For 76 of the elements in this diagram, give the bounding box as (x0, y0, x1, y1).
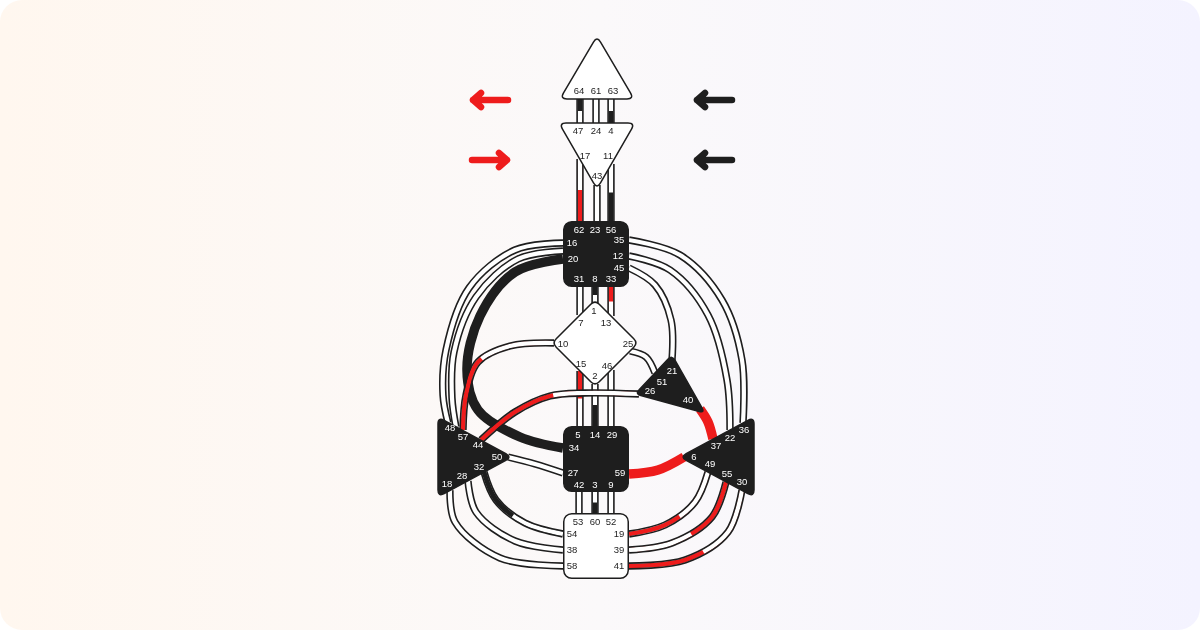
gate-number: 12 (612, 251, 624, 261)
gate-number: 7 (578, 318, 584, 328)
gate-number: 27 (567, 468, 579, 478)
gate-number: 58 (566, 561, 578, 571)
gate-number: 32 (473, 462, 485, 472)
gate-number: 18 (441, 479, 453, 489)
gate-number: 38 (566, 545, 578, 555)
channel-line (628, 452, 687, 479)
gate-number: 9 (608, 480, 614, 490)
gate-number: 14 (589, 430, 601, 440)
gate-number: 41 (613, 561, 625, 571)
gate-number: 52 (605, 517, 617, 527)
gate-number: 16 (566, 238, 578, 248)
gate-number: 25 (622, 339, 634, 349)
gate-number: 28 (456, 471, 468, 481)
gate-number: 2 (592, 371, 598, 381)
channel-line (462, 254, 564, 453)
gate-number: 17 (579, 151, 591, 161)
gate-number: 5 (575, 430, 581, 440)
center-square (563, 513, 629, 579)
gate-number: 40 (682, 395, 694, 405)
gate-number: 35 (613, 235, 625, 245)
gate-number: 20 (567, 254, 579, 264)
center-square (563, 221, 629, 287)
gate-number: 51 (656, 377, 668, 387)
gate-number: 44 (472, 440, 484, 450)
gate-number: 54 (566, 529, 578, 539)
gate-number: 42 (573, 480, 585, 490)
gate-number: 30 (736, 477, 748, 487)
gate-number: 3 (592, 480, 598, 490)
gate-number: 49 (704, 459, 716, 469)
gate-number: 24 (590, 126, 602, 136)
gate-number: 4 (608, 126, 614, 136)
center-triangle (680, 417, 754, 497)
gate-number: 11 (603, 151, 613, 161)
gate-number: 53 (572, 517, 584, 527)
gate-number: 15 (575, 359, 587, 369)
gate-number: 64 (573, 86, 585, 96)
center-square (563, 426, 629, 492)
gate-number: 48 (444, 423, 456, 433)
gate-number: 43 (591, 171, 603, 181)
gate-number: 6 (691, 452, 697, 462)
gate-number: 29 (606, 430, 618, 440)
center-triangle (559, 123, 635, 189)
gate-number: 13 (600, 318, 612, 328)
center-triangle (635, 355, 705, 413)
gate-number: 55 (721, 469, 733, 479)
gate-number: 39 (613, 545, 625, 555)
gate-number: 61 (590, 86, 602, 96)
gate-number: 8 (592, 274, 598, 284)
gate-number: 45 (613, 263, 625, 273)
gate-number: 56 (605, 225, 617, 235)
gate-number: 59 (614, 468, 626, 478)
gate-number: 36 (738, 425, 750, 435)
gate-number: 63 (607, 86, 619, 96)
gate-number: 46 (601, 361, 613, 371)
gate-number: 57 (457, 432, 469, 442)
channel-line (696, 406, 718, 441)
gate-number: 31 (573, 274, 585, 284)
gate-number: 37 (710, 441, 722, 451)
gate-number: 23 (589, 225, 601, 235)
gate-number: 50 (491, 452, 503, 462)
gate-number: 22 (724, 433, 736, 443)
gate-number: 26 (644, 386, 656, 396)
gate-number: 1 (591, 306, 597, 316)
center-triangle (438, 417, 512, 497)
gate-number: 47 (572, 126, 584, 136)
gate-number: 33 (605, 274, 617, 284)
gate-number: 62 (573, 225, 585, 235)
gate-number: 19 (613, 529, 625, 539)
gate-number: 10 (557, 339, 569, 349)
gate-number: 21 (666, 366, 678, 376)
gate-number: 60 (589, 517, 601, 527)
center-diamond (552, 300, 638, 386)
center-triangle (560, 36, 634, 99)
gate-number: 34 (568, 443, 580, 453)
